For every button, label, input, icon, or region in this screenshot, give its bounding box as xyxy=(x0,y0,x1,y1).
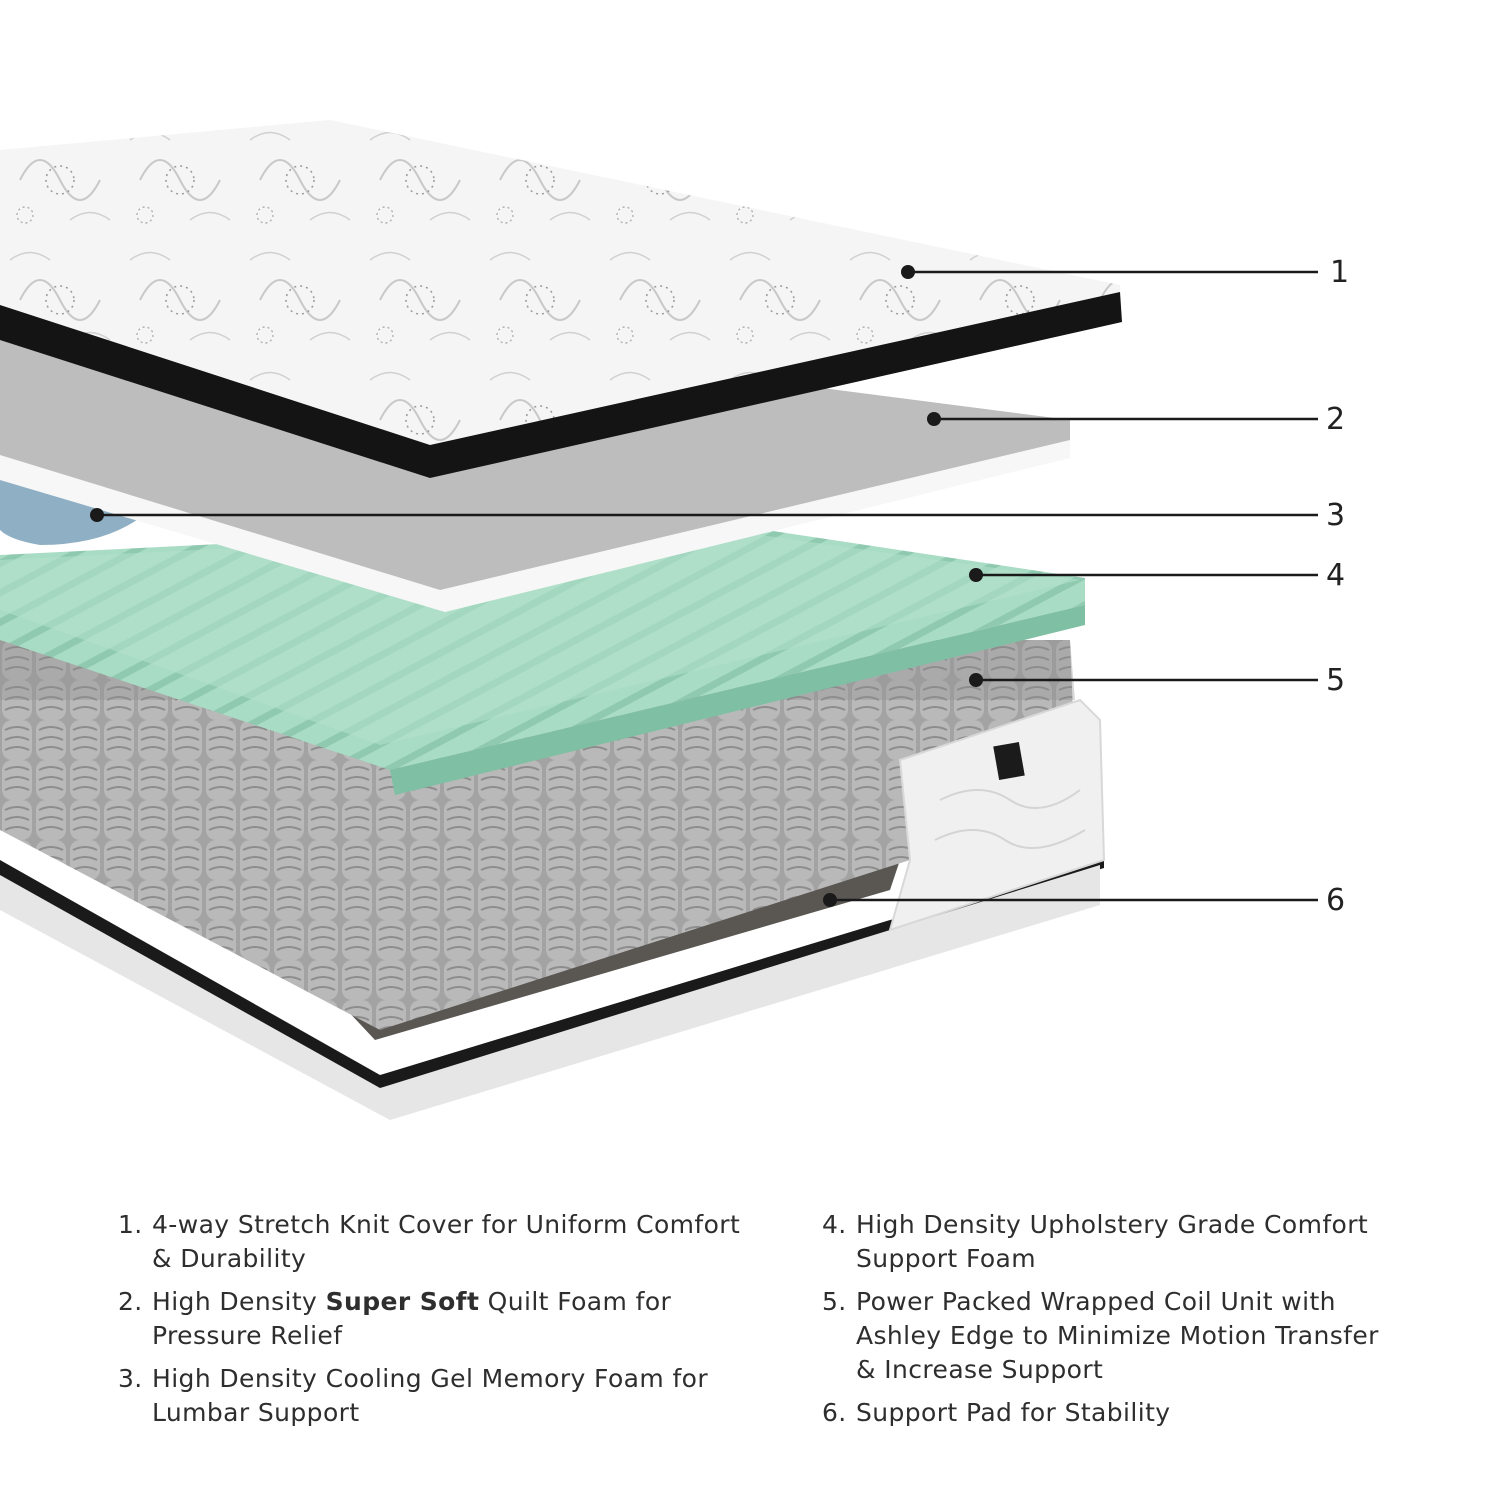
callout-dots xyxy=(90,265,983,907)
legend-text: High Density Super Soft Quilt Foam for P… xyxy=(152,1285,758,1353)
legend-left-column: 1. 4-way Stretch Knit Cover for Uniform … xyxy=(118,1208,758,1439)
layer-4-support-foam xyxy=(0,520,1085,795)
legend-item-1: 1. 4-way Stretch Knit Cover for Uniform … xyxy=(118,1208,758,1276)
legend-text: High Density Cooling Gel Memory Foam for… xyxy=(152,1364,709,1427)
legend-number: 1. xyxy=(118,1210,143,1239)
layer-1-knit-cover xyxy=(0,120,1122,478)
legend-text-pre: High Density xyxy=(152,1287,326,1316)
callout-leaders xyxy=(97,270,1318,902)
legend-number: 5. xyxy=(822,1287,847,1316)
legend-item-2: 2. High Density Super Soft Quilt Foam fo… xyxy=(118,1285,758,1353)
legend-number: 3. xyxy=(118,1364,143,1393)
callout-number-1: 1 xyxy=(1330,255,1350,290)
callout-number-5: 5 xyxy=(1326,663,1346,698)
legend-item-3: 3. High Density Cooling Gel Memory Foam … xyxy=(118,1362,758,1430)
callout-number-3: 3 xyxy=(1326,498,1346,533)
legend-text-bold: Super Soft xyxy=(325,1287,480,1316)
legend-text: High Density Upholstery Grade Comfort Su… xyxy=(856,1210,1369,1273)
legend-text-post: Quilt Foam for Pressure Relief xyxy=(152,1287,672,1350)
callout-number-2: 2 xyxy=(1326,402,1346,437)
legend-item-4: 4. High Density Upholstery Grade Comfort… xyxy=(822,1208,1382,1276)
legend-item-5: 5. Power Packed Wrapped Coil Unit with A… xyxy=(822,1285,1382,1387)
callout-number-4: 4 xyxy=(1326,558,1346,593)
legend-right-column: 4. High Density Upholstery Grade Comfort… xyxy=(822,1208,1382,1439)
legend-text: Power Packed Wrapped Coil Unit with Ashl… xyxy=(856,1287,1379,1384)
legend-number: 2. xyxy=(118,1287,143,1316)
legend-item-6: 6. Support Pad for Stability xyxy=(822,1396,1382,1430)
legend-number: 6. xyxy=(822,1398,847,1427)
mattress-layers-diagram xyxy=(0,120,1318,1120)
legend-text: Support Pad for Stability xyxy=(856,1398,1171,1427)
callout-number-6: 6 xyxy=(1326,883,1346,918)
legend-text: 4-way Stretch Knit Cover for Uniform Com… xyxy=(152,1210,741,1273)
legend-number: 4. xyxy=(822,1210,847,1239)
